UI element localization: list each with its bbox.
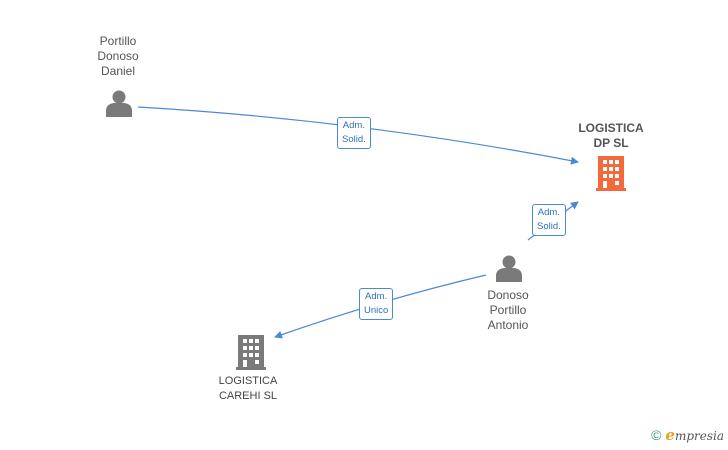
edge-label-adm-solid: Adm. Solid. — [337, 117, 371, 149]
copyright-symbol: © — [651, 427, 662, 443]
footer-brand: ©empresia — [651, 426, 724, 444]
edge-label-adm-solid: Adm. Solid. — [532, 204, 566, 236]
building-icon[interactable] — [236, 335, 266, 370]
building-icon[interactable] — [596, 156, 626, 191]
empresia-logo: empresia — [665, 426, 724, 444]
node-label-logistica-dp-sl[interactable]: LOGISTICA DP SL — [578, 121, 644, 150]
person-icon[interactable] — [106, 90, 132, 118]
brand-rest: mpresia — [674, 429, 724, 443]
node-label-logistica-carehi-sl[interactable]: LOGISTICA CAREHI SL — [218, 375, 278, 402]
edge-label-adm-unico: Adm. Unico — [359, 288, 394, 320]
person-icon[interactable] — [496, 255, 522, 283]
brand-initial: e — [665, 426, 675, 444]
node-label-portillo-donoso-daniel[interactable]: Portillo Donoso Daniel — [97, 34, 139, 78]
node-label-donoso-portillo-antonio[interactable]: Donoso Portillo Antonio — [487, 288, 529, 332]
